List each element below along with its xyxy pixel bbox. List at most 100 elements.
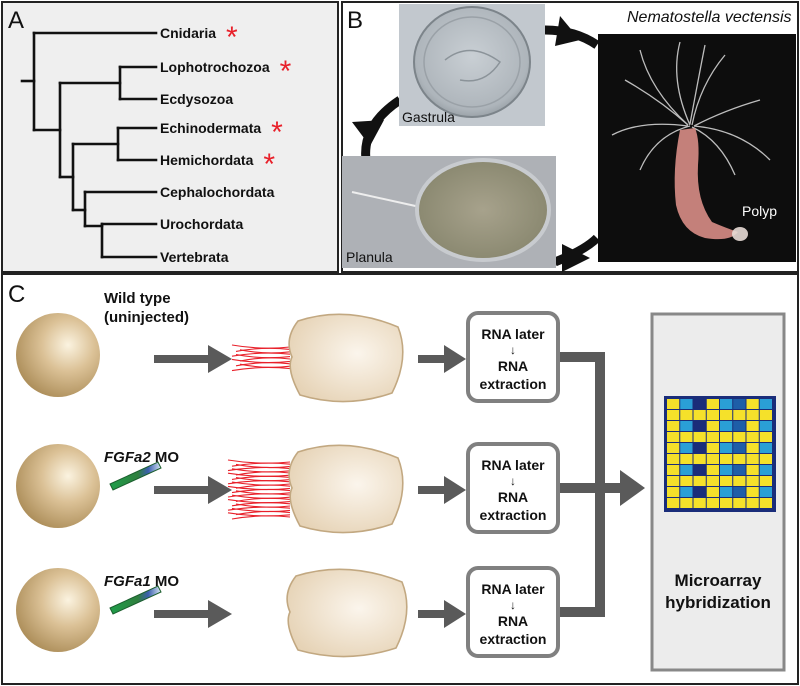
rna-box — [466, 311, 560, 403]
condition-label: Wild type — [104, 290, 171, 307]
condition-label: FGFa1 MO — [104, 573, 179, 590]
gene-name: FGFa2 — [104, 449, 151, 466]
chip-spot — [706, 454, 719, 464]
taxa-labels: Cnidaria*Lophotrochozoa*EcdysozoaEchinod… — [160, 21, 292, 265]
experiment-rows: Wild type(uninjected)RNA later↓RNAextrac… — [16, 290, 560, 658]
chip-spot — [667, 421, 680, 431]
phylogenetic-tree — [20, 31, 158, 259]
chip-spot — [720, 443, 733, 453]
chip-spot — [680, 443, 693, 453]
chip-spot — [693, 465, 706, 475]
chip-spot — [706, 410, 719, 420]
chip-spot — [746, 421, 759, 431]
cilia-strand — [227, 493, 291, 498]
chip-spot — [759, 487, 772, 497]
process-arrowhead — [444, 476, 466, 504]
rna-later-label: RNA later — [481, 581, 545, 597]
egg — [16, 444, 100, 528]
chip-spot — [693, 410, 706, 420]
chip-spot — [693, 443, 706, 453]
chip-spot — [693, 432, 706, 442]
gene-name: FGFa1 — [104, 573, 151, 590]
process-arrowhead — [444, 345, 466, 373]
down-arrow-icon: ↓ — [510, 343, 516, 357]
rna-box — [466, 566, 560, 658]
chip-spot — [746, 476, 759, 486]
chip-spot — [680, 465, 693, 475]
chip-spot — [720, 476, 733, 486]
chip-spot — [667, 465, 680, 475]
chip-spot — [720, 498, 733, 508]
chip-spot — [759, 476, 772, 486]
chip-spot — [759, 421, 772, 431]
gastrula-image: Gastrula — [399, 4, 545, 126]
chip-spot — [720, 399, 733, 409]
chip-spot — [667, 487, 680, 497]
larva — [288, 444, 404, 534]
chip-spot — [759, 399, 772, 409]
panel-a-letter: A — [8, 7, 24, 34]
chip-spot — [706, 421, 719, 431]
polyp-image: Polyp — [598, 34, 796, 262]
process-arrowhead — [208, 600, 232, 628]
condition-row: Wild type(uninjected)RNA later↓RNAextrac… — [16, 290, 560, 403]
cilia-strand — [231, 515, 291, 520]
cilia-strand — [235, 484, 291, 489]
microarray-label-line1: Microarray — [675, 571, 762, 590]
rna-later-label: RNA later — [481, 326, 545, 342]
star-icon: * — [271, 116, 283, 149]
chip-spot — [746, 410, 759, 420]
cilia-strand — [235, 471, 291, 476]
down-arrow-icon: ↓ — [510, 474, 516, 488]
cilia-strand — [235, 347, 291, 352]
chip-spot — [693, 454, 706, 464]
chip-spot — [693, 399, 706, 409]
chip-spot — [720, 454, 733, 464]
chip-spot — [733, 454, 746, 464]
chip-spot — [746, 487, 759, 497]
process-arrowhead — [208, 345, 232, 373]
cilia-strand — [235, 497, 291, 502]
chip-spot — [733, 410, 746, 420]
chip-spot — [733, 421, 746, 431]
chip-spot — [680, 399, 693, 409]
chip-spot — [720, 410, 733, 420]
chip-spot — [667, 432, 680, 442]
taxon-label: Lophotrochozoa — [160, 59, 270, 75]
star-icon: * — [263, 148, 275, 181]
chip-spot — [733, 432, 746, 442]
chip-spot — [733, 498, 746, 508]
cilia-strand — [235, 510, 291, 516]
chip-spot — [733, 465, 746, 475]
star-icon: * — [226, 21, 238, 54]
cilia-strand — [227, 466, 291, 472]
taxon-label: Cnidaria — [160, 25, 216, 41]
cilia-strand — [231, 366, 291, 372]
injection-needle — [109, 461, 162, 491]
cilia-strand — [227, 480, 291, 485]
process-arrowhead — [208, 476, 232, 504]
chip-spot — [693, 421, 706, 431]
cilia-strand — [231, 352, 291, 357]
chip-spot — [667, 498, 680, 508]
chip-spot — [706, 498, 719, 508]
chip-spot — [759, 498, 772, 508]
rna-label: RNA — [498, 613, 528, 629]
taxon-label: Echinodermata — [160, 120, 261, 136]
chip-spot — [746, 443, 759, 453]
cilia-strand — [231, 488, 291, 494]
condition-label: FGFa2 MO — [104, 449, 179, 466]
chip-spot — [706, 399, 719, 409]
egg — [16, 568, 100, 652]
chip-spot — [667, 399, 680, 409]
chip-spot — [667, 410, 680, 420]
planula-label: Planula — [346, 249, 393, 265]
chip-spot — [759, 465, 772, 475]
chip-spot — [680, 432, 693, 442]
rna-later-label: RNA later — [481, 457, 545, 473]
chip-spot — [759, 454, 772, 464]
egg — [16, 313, 100, 397]
chip-spot — [720, 487, 733, 497]
chip-spot — [693, 487, 706, 497]
